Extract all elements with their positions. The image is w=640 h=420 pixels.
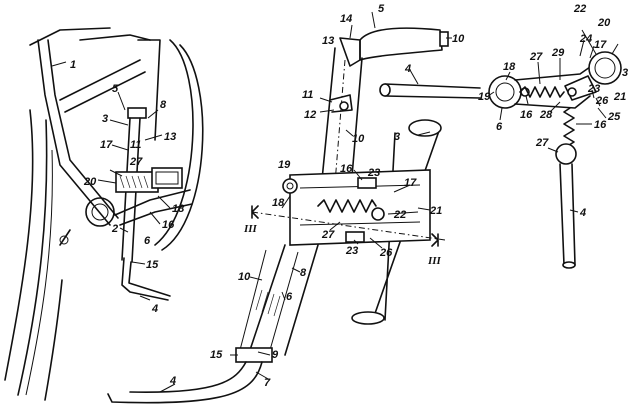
label-25: 25 [607, 111, 621, 123]
label-2-bike: 2 [111, 223, 118, 235]
label-9: 9 [272, 349, 279, 361]
label-16-bike: 16 [162, 219, 175, 231]
label-26-section: 26 [595, 95, 609, 107]
label-8: 8 [300, 267, 307, 279]
label-10-top: 10 [452, 33, 465, 45]
reference-labels: 1 5 8 3 13 11 17 27 20 18 16 2 6 15 4 14… [70, 3, 628, 389]
label-11-bike: 11 [130, 139, 141, 151]
label-27-lower: 27 [535, 137, 549, 149]
label-22-section: 22 [573, 3, 586, 15]
label-16-section: 16 [520, 109, 533, 121]
label-5: 5 [378, 3, 385, 15]
label-1-bike: 1 [70, 59, 76, 71]
label-13-bike: 13 [164, 131, 176, 143]
label-23-section: 23 [587, 83, 600, 95]
label-26: 26 [379, 247, 393, 259]
figure-stand-assembly [107, 11, 452, 404]
label-24: 24 [579, 33, 592, 45]
label-18-section: 18 [503, 61, 516, 73]
label-3-section: 3 [622, 67, 628, 79]
label-27-bike: 27 [129, 156, 143, 168]
label-6: 6 [286, 291, 293, 303]
label-3-bike: 3 [102, 113, 108, 125]
label-20-section: 20 [597, 17, 611, 29]
label-18: 18 [272, 197, 285, 209]
label-17-bike: 17 [100, 139, 113, 151]
label-23-top: 23 [367, 167, 380, 179]
label-21-section: 21 [613, 91, 626, 103]
label-27-section: 27 [529, 51, 543, 63]
label-4-assembly: 4 [404, 63, 411, 75]
label-19: 19 [278, 159, 291, 171]
label-11: 11 [302, 89, 313, 101]
label-22: 22 [393, 209, 406, 221]
label-10-mid: 10 [352, 133, 365, 145]
label-17-section: 17 [594, 39, 607, 51]
label-20-bike: 20 [83, 176, 97, 188]
figure-section-view [379, 29, 622, 269]
label-14: 14 [340, 13, 352, 25]
section-mark-right: III [427, 255, 442, 267]
label-21: 21 [429, 205, 442, 217]
label-7: 7 [264, 377, 271, 389]
label-19-section: 19 [478, 91, 491, 103]
label-4-section: 4 [579, 207, 586, 219]
label-15: 15 [210, 349, 223, 361]
label-4-bike: 4 [151, 303, 158, 315]
label-16: 16 [340, 163, 353, 175]
label-23-bottom: 23 [345, 245, 358, 257]
label-5-bike: 5 [112, 83, 119, 95]
section-mark-left: III [243, 223, 258, 235]
label-4-foot: 4 [169, 375, 176, 387]
label-15-bike: 15 [146, 259, 159, 271]
label-6-bike: 6 [144, 235, 151, 247]
label-28: 28 [539, 109, 553, 121]
figure-bicycle-view [4, 27, 204, 401]
label-18-bike: 18 [172, 203, 185, 215]
label-8-bike: 8 [160, 99, 167, 111]
label-3-assembly: 3 [394, 131, 400, 143]
label-13: 13 [322, 35, 334, 47]
label-6-section: 6 [496, 121, 503, 133]
label-17: 17 [404, 177, 417, 189]
label-29: 29 [551, 47, 565, 59]
label-16-lower: 16 [594, 119, 607, 131]
label-10-low: 10 [238, 271, 251, 283]
label-12: 12 [304, 109, 316, 121]
label-27: 27 [321, 229, 335, 241]
